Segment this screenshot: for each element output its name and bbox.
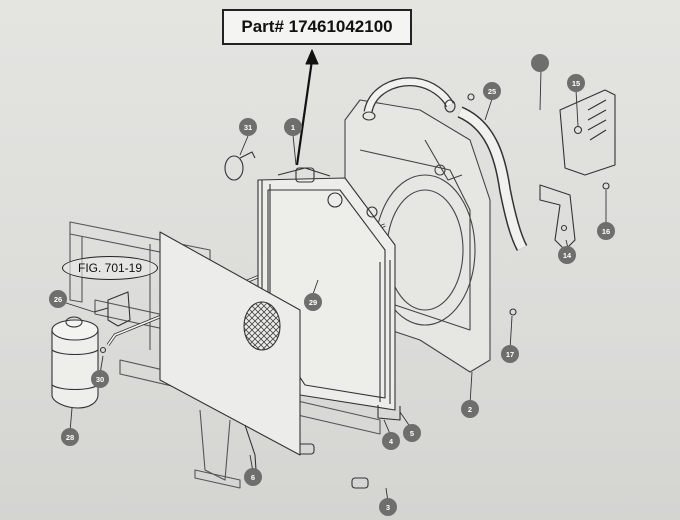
part-number-label: Part# 17461042100	[222, 9, 412, 45]
callout-3: 3	[379, 498, 397, 516]
side-plate	[159, 231, 301, 471]
callout-14: 14	[558, 246, 576, 264]
callout-17: 17	[501, 345, 519, 363]
callout-29: 29	[304, 293, 322, 311]
callout-31: 31	[239, 118, 257, 136]
side-hose	[457, 106, 528, 251]
callout-6: 6	[244, 468, 262, 486]
callout-28: 28	[61, 428, 79, 446]
callout-2: 2	[461, 400, 479, 418]
fasteners	[99, 93, 610, 354]
hose-clamp	[224, 151, 256, 181]
part-pointer-arrow	[295, 49, 319, 166]
callout-25: 25	[483, 82, 501, 100]
upper-hose	[362, 77, 456, 121]
figure-reference-label: FIG. 701-19	[62, 256, 158, 280]
callout-top-right	[531, 54, 549, 72]
callout-1: 1	[284, 118, 302, 136]
reservoir-bracket	[93, 291, 131, 327]
side-guard-panel	[559, 89, 616, 176]
callout-16: 16	[597, 222, 615, 240]
callout-26: 26	[49, 290, 67, 308]
callout-5: 5	[403, 424, 421, 442]
coolant-reservoir	[51, 316, 99, 409]
callout-30: 30	[91, 370, 109, 388]
mount-bracket	[539, 184, 576, 251]
callout-4: 4	[382, 432, 400, 450]
callout-15: 15	[567, 74, 585, 92]
